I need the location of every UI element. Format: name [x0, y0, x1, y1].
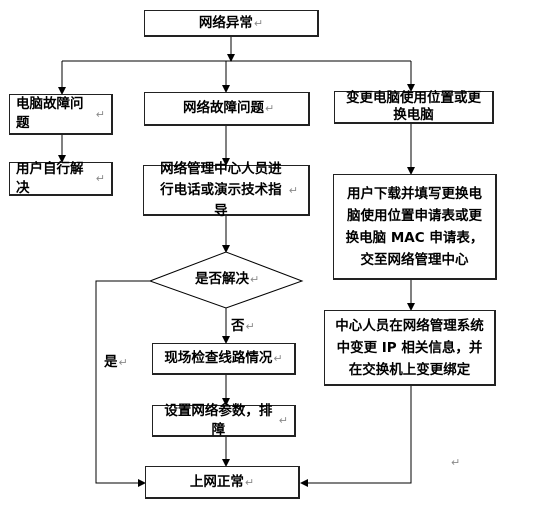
- paragraph-mark: ↵: [245, 320, 255, 333]
- paragraph-mark: ↵: [288, 183, 298, 197]
- label-yes-text: 是: [104, 354, 118, 370]
- node-center-guide: 网络管理中心人员进行电话或演示技术指导 ↵: [143, 161, 310, 219]
- paragraph-mark: ↵: [278, 414, 288, 427]
- node-network-abnormal: 网络异常↵: [144, 10, 319, 37]
- node-set-params-text: 设置网络参数，排障: [164, 402, 273, 438]
- node-online-ok-text: 上网正常: [189, 473, 244, 490]
- node-online-ok: 上网正常↵: [145, 466, 300, 499]
- paragraph-mark: ↵: [118, 356, 128, 369]
- paragraph-mark: ↵: [253, 16, 264, 30]
- node-change-pc: 变更电脑使用位置或更换电脑: [334, 90, 494, 124]
- paragraph-mark: ↵: [265, 102, 275, 115]
- paragraph-mark: ↵: [95, 172, 105, 185]
- decision-diamond-shape: [148, 251, 304, 309]
- node-user-self: 用户自行解决 ↵: [9, 160, 113, 196]
- node-user-form: 用户下载并填写更换电脑使用位置申请表或更换电脑 MAC 申请表，交至网络管理中心: [333, 174, 497, 280]
- node-user-self-text: 用户自行解决: [16, 160, 84, 196]
- decision-text: 是否解决: [195, 271, 249, 287]
- node-change-pc-text: 变更电脑使用位置或更换电脑: [346, 90, 481, 123]
- node-onsite-check-text: 现场检查线路情况: [164, 350, 273, 366]
- node-set-params: 设置网络参数，排障 ↵: [152, 402, 296, 438]
- node-net-fault-text: 网络故障问题: [183, 100, 264, 116]
- node-pc-fault-text: 电脑故障问题: [16, 96, 84, 131]
- stray-paragraph-mark: ↵: [451, 456, 461, 469]
- paragraph-mark: ↵: [95, 107, 105, 121]
- node-pc-fault: 电脑故障问题 ↵: [9, 94, 113, 135]
- paragraph-mark: ↵: [244, 475, 255, 489]
- node-center-guide-text: 网络管理中心人员进行电话或演示技术指导: [160, 160, 282, 219]
- connector-decision-yes: [95, 280, 150, 487]
- paragraph-mark: ↵: [273, 352, 283, 365]
- label-yes: 是↵: [104, 354, 128, 371]
- node-network-abnormal-text: 网络异常: [198, 14, 253, 31]
- decision-label: 是否解决↵: [195, 271, 259, 288]
- node-center-change-ip: 中心人员在网络管理系统中变更 IP 相关信息，并在交换机上变更绑定: [324, 310, 496, 386]
- node-center-change-ip-text: 中心人员在网络管理系统中变更 IP 相关信息，并在交换机上变更绑定: [335, 317, 484, 378]
- label-no: 否↵: [231, 318, 255, 335]
- node-net-fault: 网络故障问题↵: [144, 92, 310, 126]
- paragraph-mark: ↵: [250, 273, 260, 286]
- connector-center-ok: [300, 386, 412, 487]
- label-no-text: 否: [231, 318, 245, 334]
- node-onsite-check: 现场检查线路情况↵: [152, 343, 296, 375]
- node-user-form-text: 用户下载并填写更换电脑使用位置申请表或更换电脑 MAC 申请表，交至网络管理中心: [345, 185, 484, 268]
